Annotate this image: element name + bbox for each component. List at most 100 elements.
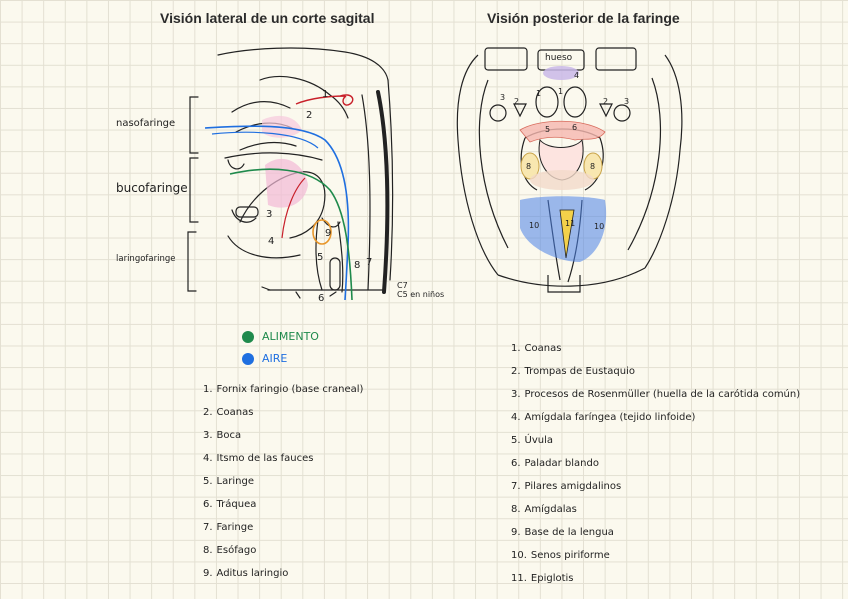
post-num-3b: 3 xyxy=(624,97,629,106)
list-item: 7.Faringe xyxy=(203,522,254,533)
label-bucofaringe: bucofaringe xyxy=(116,181,188,195)
list-item: 6.Tráquea xyxy=(203,499,257,510)
trompa-left xyxy=(513,103,527,118)
outer-base xyxy=(497,267,646,287)
title-lateral-view: Visión lateral de un corte sagital xyxy=(160,10,375,26)
list-item: 5.Laringe xyxy=(203,476,254,487)
sag-num-8: 8 xyxy=(354,260,360,271)
air-path-2 xyxy=(211,131,319,149)
list-item: 10.Senos piriforme xyxy=(511,550,610,561)
sag-num-3: 3 xyxy=(266,209,272,220)
trachea-tube xyxy=(329,257,341,291)
list-item: 6.Paladar blando xyxy=(511,458,599,469)
list-item: 2.Trompas de Eustaquio xyxy=(511,366,635,377)
orange-highlight xyxy=(312,219,332,245)
outer-left-wall xyxy=(456,54,499,276)
list-item: 3.Boca xyxy=(203,430,242,441)
sagittal-section-drawing xyxy=(187,47,394,299)
sag-num-6: 6 xyxy=(318,293,324,304)
legend-food: ALIMENTO xyxy=(242,330,319,343)
palate xyxy=(224,152,323,161)
list-item: 3.Procesos de Rosenmüller (huella de la … xyxy=(511,389,801,400)
spine-front xyxy=(361,94,371,291)
bracket-laringo xyxy=(187,231,197,292)
list-item: 1.Fornix faringio (base craneal) xyxy=(203,384,364,395)
uvula-area xyxy=(538,138,584,181)
list-item: 9.Base de la lengua xyxy=(511,527,614,538)
list-item: 5.Úvula xyxy=(511,435,554,446)
choana-right xyxy=(563,86,587,118)
list-item: 2.Coanas xyxy=(203,407,254,418)
sag-num-4: 4 xyxy=(268,236,274,247)
label-laringofaringe: laringofaringe xyxy=(116,254,176,264)
sag-num-9: 9 xyxy=(325,228,331,239)
post-num-5: 5 xyxy=(545,125,550,134)
post-num-2b: 2 xyxy=(603,97,608,106)
tongue xyxy=(239,171,326,239)
jaw xyxy=(227,235,301,259)
post-num-6: 6 xyxy=(572,123,577,132)
list-item: 8.Amígdalas xyxy=(511,504,577,515)
c5-children-text: C5 en niños xyxy=(397,290,445,299)
nasal-top xyxy=(259,75,349,119)
legend-food-dot xyxy=(242,330,254,343)
post-num-8b: 8 xyxy=(590,162,595,171)
post-num-10a: 10 xyxy=(529,221,539,230)
sag-num-2: 2 xyxy=(306,110,312,121)
legend-air: AIRE xyxy=(242,352,287,365)
legend-food-label: ALIMENTO xyxy=(262,330,319,343)
epiglottis-shape xyxy=(321,217,341,228)
amigdala-pharyngeal xyxy=(543,66,579,80)
list-item: 8.Esófago xyxy=(203,545,257,556)
list-item: 9.Aditus laringio xyxy=(203,568,289,579)
process-right xyxy=(613,104,631,122)
c7-text: C7 xyxy=(397,281,408,290)
spine-back xyxy=(376,90,390,294)
label-hueso: hueso xyxy=(545,53,573,63)
larynx xyxy=(315,219,344,293)
post-num-1a: 1 xyxy=(536,89,541,98)
post-num-3a: 3 xyxy=(500,93,505,102)
inner-right-wall xyxy=(627,77,662,251)
post-num-4: 4 xyxy=(574,71,579,80)
tongue-base xyxy=(530,170,594,190)
teeth-upper xyxy=(227,159,245,170)
red-canal xyxy=(281,177,306,239)
epiglottis-yellow xyxy=(559,209,575,259)
skull-outline xyxy=(217,47,389,81)
post-num-11: 11 xyxy=(565,219,575,228)
food-path xyxy=(229,168,353,301)
sag-num-1: 1 xyxy=(322,89,328,100)
lower-incisor xyxy=(235,206,259,218)
red-path xyxy=(295,94,354,106)
bone-block-right xyxy=(595,47,637,71)
list-posterior-structures: 1.Coanas 2.Trompas de Eustaquio 3.Proces… xyxy=(511,343,800,596)
choana-left xyxy=(535,86,559,118)
tonsil-left xyxy=(520,152,540,180)
post-num-8a: 8 xyxy=(526,162,531,171)
list-lateral-structures: 1.Fornix faringio (base craneal) 2.Coana… xyxy=(203,384,363,591)
outer-right-wall xyxy=(644,54,683,269)
base-stub xyxy=(547,275,581,293)
list-item: 4.Itsmo de las fauces xyxy=(203,453,314,464)
post-num-2a: 2 xyxy=(514,97,519,106)
sag-num-5: 5 xyxy=(317,252,323,263)
vertebra-annotation: C7 C5 en niños xyxy=(397,281,444,299)
legend-air-label: AIRE xyxy=(262,352,288,365)
sag-num-7: 7 xyxy=(366,257,372,268)
list-item: 7.Pilares amigdalinos xyxy=(511,481,622,492)
post-num-1b: 1 xyxy=(558,87,563,96)
head-back xyxy=(387,79,394,281)
posterior-view-drawing xyxy=(456,47,683,293)
soft-palate-red xyxy=(519,120,606,143)
bracket-naso xyxy=(189,96,199,154)
label-nasofaringe: nasofaringe xyxy=(116,118,176,129)
air-path xyxy=(204,125,350,301)
process-left xyxy=(489,104,507,122)
teeth-lower xyxy=(231,209,257,223)
list-item: 1.Coanas xyxy=(511,343,562,354)
pink-tissue xyxy=(265,158,308,208)
list-item: 4.Amígdala faríngea (tejido linfoide) xyxy=(511,412,696,423)
bone-block-left xyxy=(484,47,528,71)
